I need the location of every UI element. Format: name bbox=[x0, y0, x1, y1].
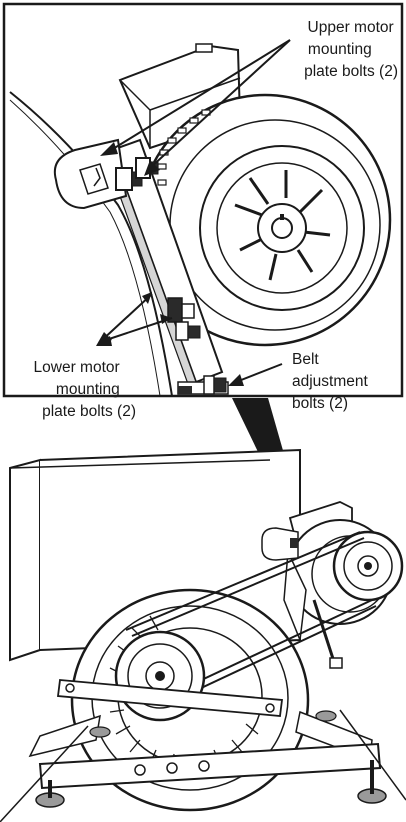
lower-arrowhead-right bbox=[96, 336, 112, 346]
motor-vent-slots bbox=[157, 109, 211, 186]
base-frame bbox=[0, 709, 406, 822]
lower-bolt-lower bbox=[175, 321, 201, 341]
label-upper-line-2: mounting bbox=[308, 41, 372, 58]
detail-view: Upper motor mounting plate bolts (2) Low… bbox=[2, 2, 404, 420]
lower-bolts-leaders bbox=[99, 293, 173, 343]
lower-arrowhead-left bbox=[96, 332, 112, 346]
vibration-isolator-right-front bbox=[357, 760, 387, 804]
blower-housing-edge bbox=[9, 91, 173, 397]
motor bbox=[138, 93, 392, 347]
label-upper-line-1: Upper motor bbox=[308, 19, 394, 36]
label-belt-line-3: bolts (2) bbox=[292, 395, 348, 412]
label-belt-adjustment-bolts: Belt adjustment bolts (2) bbox=[292, 351, 372, 412]
label-lower-line-1: Lower motor bbox=[34, 359, 120, 376]
label-belt-line-2: adjustment bbox=[292, 373, 369, 390]
lower-bolt-upper bbox=[167, 297, 195, 323]
belt-bolts-leader bbox=[235, 363, 283, 383]
belt-adjustment-rod bbox=[312, 599, 343, 669]
motor-shaft bbox=[271, 217, 293, 239]
upper-arrowhead-left bbox=[100, 142, 118, 156]
belt-adjustment-bolt-assembly bbox=[177, 375, 229, 395]
overview-view bbox=[0, 448, 406, 822]
belt-arrowhead bbox=[228, 374, 244, 386]
label-belt-line-1: Belt bbox=[292, 351, 319, 368]
vibration-isolator-right-rear bbox=[315, 710, 337, 722]
motor-cooling-fins bbox=[234, 170, 331, 281]
upper-bolts-leaders bbox=[107, 39, 291, 169]
label-lower-line-3: plate bolts (2) bbox=[42, 403, 136, 420]
label-upper-line-3: plate bolts (2) bbox=[304, 63, 398, 80]
vibration-isolator-left-rear bbox=[89, 726, 111, 738]
label-lower-motor-bolts: Lower motor mounting plate bolts (2) bbox=[34, 359, 136, 420]
vibration-isolator-left-front bbox=[35, 780, 65, 808]
label-upper-motor-bolts: Upper motor mounting plate bolts (2) bbox=[304, 19, 398, 80]
motor-pulley bbox=[332, 530, 404, 602]
upper-arrowhead-right bbox=[144, 160, 160, 176]
cross-brace bbox=[56, 679, 284, 717]
label-lower-line-2: mounting bbox=[56, 381, 120, 398]
